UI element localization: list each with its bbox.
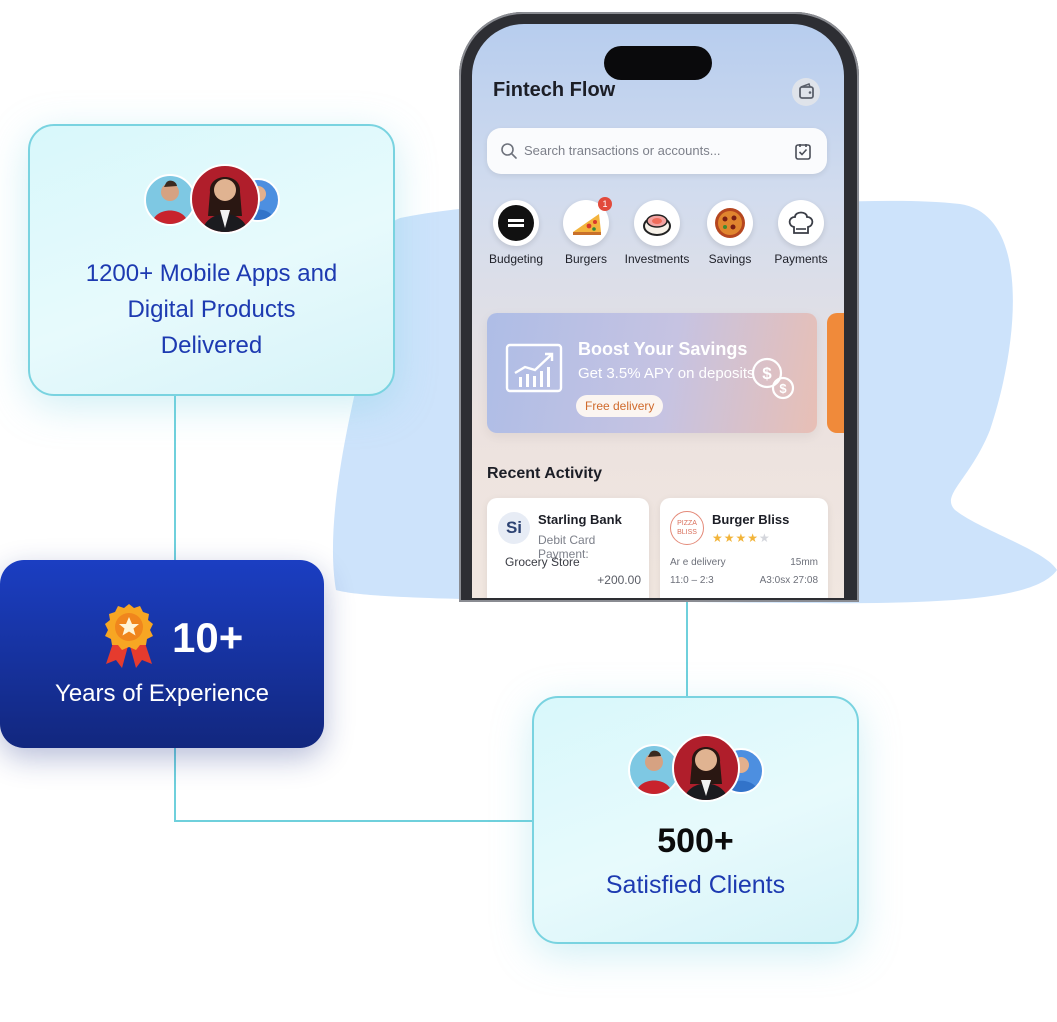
free-delivery-button[interactable]: Free delivery (576, 395, 664, 417)
activity-card-starling[interactable]: Si Starling Bank Debit Card Payment: Gro… (487, 498, 649, 598)
avatar (189, 164, 260, 234)
delivery-text: Ar e delivery (670, 557, 726, 568)
growth-chart-icon (505, 343, 563, 393)
years-experience-card: 10+ Years of Experience (0, 560, 324, 748)
years-label: Years of Experience (55, 680, 269, 707)
recent-activity-heading: Recent Activity (487, 465, 602, 482)
avatar (671, 734, 740, 802)
connector-horizontal (174, 820, 532, 822)
connector-years-vertical (174, 748, 176, 822)
activity-merchant: Grocery Store (505, 555, 580, 569)
category-label: Savings (708, 252, 752, 266)
activity-subtitle: Debit Card Payment: (538, 533, 596, 561)
client-avatars (627, 734, 764, 804)
avatar (627, 744, 680, 796)
app-title: Fintech Flow (493, 79, 616, 101)
svg-text:$: $ (779, 381, 787, 396)
activity-name: Burger Bliss (712, 512, 790, 527)
category-label: Investments (624, 252, 690, 266)
star-icon: ★★★★ (712, 531, 760, 545)
apps-stat-line-3: Delivered (160, 332, 263, 359)
apps-stat-line-2: Digital Products (127, 296, 296, 323)
next-promo-banner[interactable] (827, 313, 844, 433)
satisfied-clients-card: 500+ Satisfied Clients (532, 696, 859, 944)
years-number: 10+ (172, 614, 244, 661)
notification-badge: 1 (598, 197, 612, 211)
award-medal-icon (102, 602, 156, 673)
banner-title: Boost Your Savings (578, 339, 748, 359)
activity-name: Starling Bank (538, 512, 622, 527)
category-label: Budgeting (488, 252, 544, 266)
bank-initials-avatar: Si (498, 512, 530, 544)
category-savings[interactable]: Savings (695, 200, 765, 266)
apps-delivered-card: 1200+ Mobile Apps and Digital Products D… (28, 124, 395, 396)
tuly-fork-logo (493, 200, 539, 246)
activity-code: A3:0sx 27:08 (759, 575, 818, 586)
connector-apps-vertical (174, 396, 176, 560)
connector-phone-vertical (686, 602, 688, 696)
banner-subtitle: Get 3.5% APY on deposits (578, 365, 755, 382)
search-icon (501, 143, 517, 159)
category-investments[interactable]: Investments (622, 200, 692, 266)
category-budgeting[interactable]: Budgeting (481, 200, 551, 266)
search-input[interactable]: Search transactions or accounts... (524, 143, 721, 158)
logo-text: PIZZA (677, 520, 697, 527)
search-bar[interactable]: Search transactions or accounts... (487, 128, 827, 174)
star-icon: ★ (759, 531, 771, 545)
savings-promo-banner[interactable]: Boost Your Savings Get 3.5% APY on depos… (487, 313, 817, 433)
clipboard-check-icon[interactable] (793, 141, 813, 161)
star-rating: ★★★★★ (712, 531, 771, 545)
pizza-icon (707, 200, 753, 246)
category-label: Burgers (564, 252, 608, 266)
activity-amount: +200.00 (597, 573, 641, 587)
sushi-icon (634, 200, 680, 246)
dynamic-island (604, 46, 712, 80)
team-avatars (143, 164, 280, 234)
delivery-time: 15mm (790, 557, 818, 568)
clients-label: Satisfied Clients (605, 871, 786, 899)
category-label: Payments (774, 252, 828, 266)
apps-stat-line-1: 1200+ Mobile Apps and (85, 260, 338, 287)
opening-hours: 11:0 – 2:3 (670, 575, 714, 586)
wallet-button[interactable] (792, 78, 820, 106)
clients-number: 500+ (657, 822, 734, 860)
logo-text: BLISS (677, 529, 697, 536)
chef-hat-icon (778, 200, 824, 246)
category-payments[interactable]: Payments (766, 200, 836, 266)
pizza-slice-icon: 1 (563, 197, 612, 246)
wallet-icon (799, 82, 814, 99)
phone-screen: Fintech Flow Search transactions or acco… (472, 24, 844, 598)
svg-text:$: $ (762, 364, 772, 383)
category-burgers[interactable]: 1 Burgers (551, 197, 621, 266)
avatar (143, 174, 196, 226)
activity-card-burger-bliss[interactable]: PIZZA BLISS Burger Bliss ★★★★★ Ar e deli… (660, 498, 828, 598)
coins-icon: $ $ (751, 357, 795, 400)
pizza-bliss-logo: PIZZA BLISS (670, 511, 704, 545)
